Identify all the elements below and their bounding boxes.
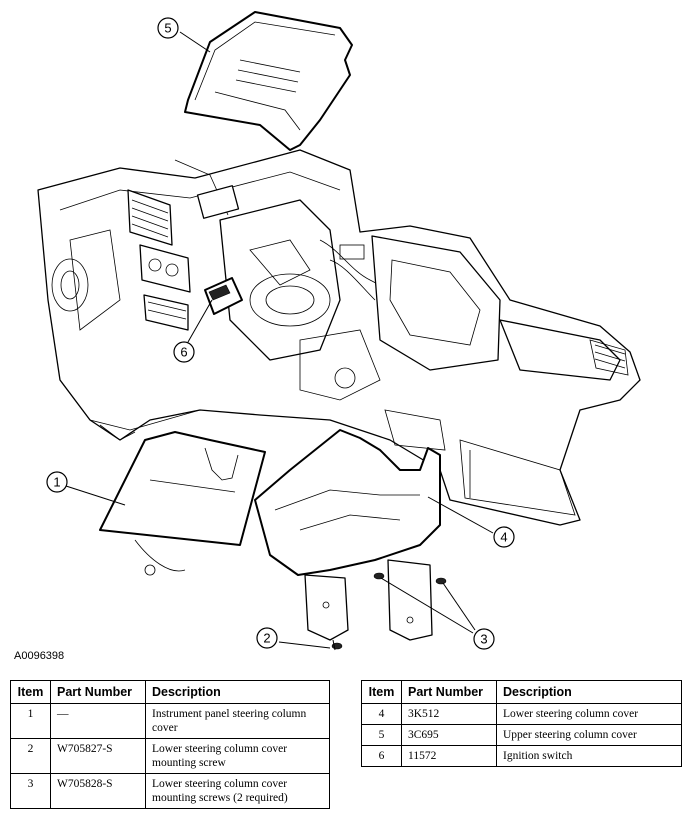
cell-item: 3 <box>10 773 51 809</box>
callout-4: 4 <box>493 526 515 548</box>
figure-id: A0096398 <box>14 650 65 662</box>
table-row: 2 W705827-S Lower steering column cover … <box>10 738 330 774</box>
header-item: Item <box>10 680 51 704</box>
cell-part-number: 3K512 <box>401 703 497 725</box>
svg-text:6: 6 <box>180 345 187 360</box>
cell-description: Upper steering column cover <box>496 724 682 746</box>
cell-part-number: 11572 <box>401 745 497 767</box>
parts-table-left: Item Part Number Description 1 — Instrum… <box>10 680 330 809</box>
header-part-number: Part Number <box>50 680 146 704</box>
cell-description: Lower steering column cover <box>496 703 682 725</box>
exploded-view-illustration: 1 2 3 4 5 6 <box>37 11 641 651</box>
mounting-brackets-drawing <box>304 559 433 641</box>
lower-steering-column-cover-drawing <box>254 409 446 576</box>
table-row: 5 3C695 Upper steering column cover <box>361 724 682 746</box>
table-header-row: Item Part Number Description <box>361 680 682 704</box>
cell-description: Ignition switch <box>496 745 682 767</box>
table-row: 4 3K512 Lower steering column cover <box>361 703 682 725</box>
cell-description: Lower steering column cover mounting scr… <box>145 738 330 774</box>
parts-table-right: Item Part Number Description 4 3K512 Low… <box>361 680 682 767</box>
upper-steering-column-cover-drawing <box>184 11 353 151</box>
instrument-panel-steering-column-cover-drawing <box>99 431 266 546</box>
callout-5: 5 <box>157 17 179 39</box>
callout-2: 2 <box>256 627 278 649</box>
cell-item: 2 <box>10 738 51 774</box>
cell-item: 4 <box>361 703 402 725</box>
cell-item: 1 <box>10 703 51 739</box>
header-description: Description <box>145 680 330 704</box>
leader-line-2 <box>278 641 331 649</box>
table-row: 1 — Instrument panel steering column cov… <box>10 703 330 739</box>
cell-description: Instrument panel steering column cover <box>145 703 330 739</box>
leader-line-4 <box>427 496 494 534</box>
svg-text:1: 1 <box>53 475 60 490</box>
cell-part-number: 3C695 <box>401 724 497 746</box>
svg-text:5: 5 <box>164 21 171 36</box>
cell-part-number: — <box>50 703 146 739</box>
cell-part-number: W705828-S <box>50 773 146 809</box>
leader-line-3a <box>380 577 474 634</box>
cell-description: Lower steering column cover mounting scr… <box>145 773 330 809</box>
callout-1: 1 <box>46 471 68 493</box>
header-description: Description <box>496 680 682 704</box>
instrument-panel-drawing <box>37 149 641 576</box>
screw-item-2-drawing <box>331 639 343 651</box>
cell-item: 5 <box>361 724 402 746</box>
screws-item-3-drawing <box>373 572 447 585</box>
svg-text:3: 3 <box>480 632 487 647</box>
callout-3: 3 <box>473 628 495 650</box>
table-row: 3 W705828-S Lower steering column cover … <box>10 773 330 809</box>
callout-6: 6 <box>173 341 195 363</box>
svg-text:4: 4 <box>500 530 507 545</box>
svg-text:2: 2 <box>263 631 270 646</box>
table-row: 6 11572 Ignition switch <box>361 745 682 767</box>
leader-line-1 <box>65 485 126 506</box>
cell-part-number: W705827-S <box>50 738 146 774</box>
leader-line-6 <box>187 299 213 343</box>
header-part-number: Part Number <box>401 680 497 704</box>
header-item: Item <box>361 680 402 704</box>
leader-line-5 <box>179 31 211 53</box>
cell-item: 6 <box>361 745 402 767</box>
leader-line-3b <box>442 582 476 631</box>
table-header-row: Item Part Number Description <box>10 680 330 704</box>
